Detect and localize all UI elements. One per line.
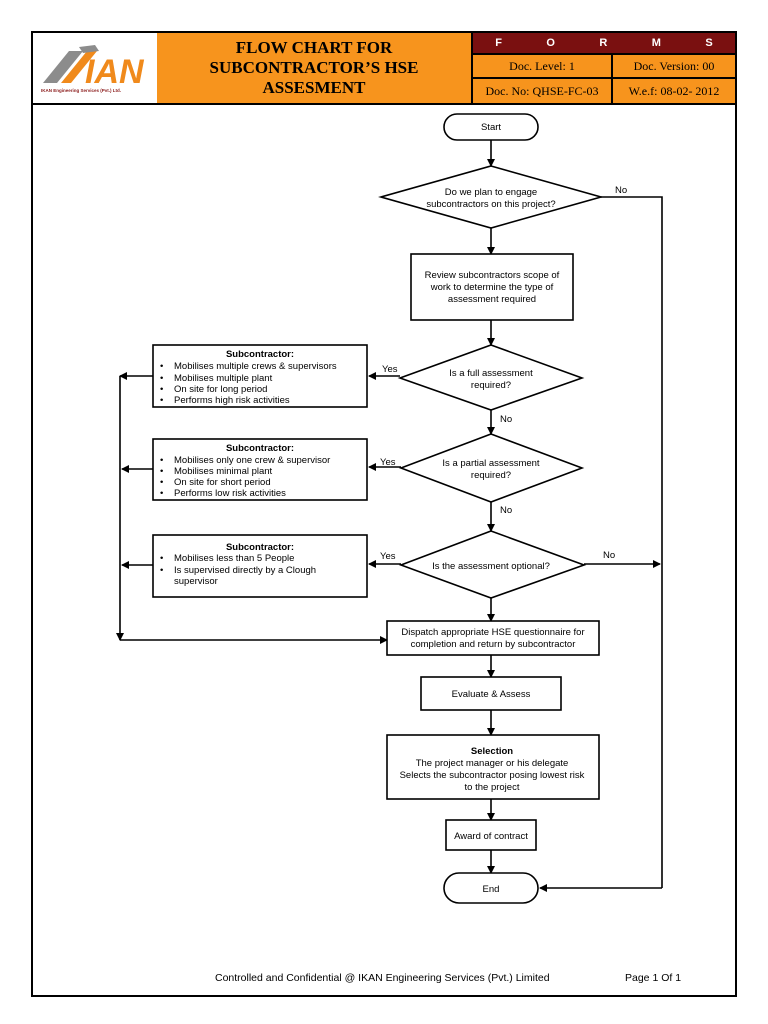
- no-label: No: [615, 185, 627, 196]
- review-process: [410, 253, 574, 321]
- document-title: FLOW CHART FOR SUBCONTRACTOR’S HSE ASSES…: [157, 33, 473, 103]
- award-label: Award of contract: [454, 831, 528, 842]
- box-heading: Subcontractor:: [226, 443, 294, 454]
- title-line-2: SUBCONTRACTOR’S HSE ASSESMENT: [209, 58, 419, 97]
- ikan-logo-icon: IAN: [43, 45, 145, 87]
- box-item: Performs high risk activities: [174, 395, 290, 406]
- box-item: Mobilises multiple plant: [174, 373, 273, 384]
- bullet-icon: •: [160, 553, 163, 564]
- bullet-icon: •: [160, 466, 163, 477]
- doc-level: Doc. Level: 1: [473, 55, 613, 79]
- selection-process: [386, 734, 600, 800]
- decision-optional: [398, 530, 587, 599]
- decision-optional-label: Is the assessment optional?: [432, 561, 550, 572]
- effective-date: W.e.f: 08-02- 2012: [613, 79, 735, 103]
- selection-line: Selects the subcontractor posing lowest …: [400, 770, 585, 781]
- document-header: IAN IKAN Engineering Services (Pvt.) Ltd…: [33, 33, 735, 103]
- decision-engage-line: Do we plan to engage: [445, 187, 537, 198]
- no-label: No: [603, 550, 615, 561]
- box-item: Performs low risk activities: [174, 488, 286, 499]
- box-item: On site for long period: [174, 384, 267, 395]
- doc-number: Doc. No: QHSE-FC-03: [473, 79, 613, 103]
- yes-label: Yes: [382, 364, 398, 375]
- logo-subtitle: IKAN Engineering Services (Pvt.) Ltd.: [41, 88, 122, 93]
- yes-label: Yes: [380, 551, 396, 562]
- bullet-icon: •: [160, 361, 163, 372]
- dispatch-line: Dispatch appropriate HSE questionnaire f…: [401, 627, 584, 638]
- dispatch-line: completion and return by subcontractor: [411, 639, 576, 650]
- footer-confidential: Controlled and Confidential @ IKAN Engin…: [215, 972, 550, 984]
- box-item: Mobilises multiple crews & supervisors: [174, 361, 337, 372]
- forms-letter: F: [495, 37, 502, 49]
- bullet-icon: •: [160, 488, 163, 499]
- bullet-icon: •: [160, 565, 163, 576]
- decision-full: [397, 344, 585, 411]
- forms-bar: F O R M S: [473, 33, 735, 55]
- decision-full-line: Is a full assessment: [449, 368, 533, 379]
- award-process: [445, 819, 537, 851]
- review-line: work to determine the type of: [430, 282, 554, 293]
- decision-engage-line: subcontractors on this project?: [426, 199, 555, 210]
- logo-wordmark: IAN: [85, 53, 145, 87]
- decision-full-line: required?: [471, 380, 511, 391]
- page-frame: [31, 31, 737, 997]
- yes-label: Yes: [380, 457, 396, 468]
- forms-letter: M: [651, 37, 661, 49]
- decision-partial-line: Is a partial assessment: [442, 458, 540, 469]
- evaluate-process: [420, 676, 562, 711]
- evaluate-label: Evaluate & Assess: [452, 689, 531, 700]
- subcontractor-partial-box: [152, 438, 368, 501]
- dispatch-process: [386, 620, 600, 656]
- decision-partial: [398, 433, 585, 503]
- selection-line: to the project: [465, 782, 520, 793]
- title-line-1: FLOW CHART FOR: [235, 38, 393, 57]
- footer-page-number: Page 1 Of 1: [625, 972, 682, 984]
- review-line: assessment required: [448, 294, 536, 305]
- end-label: End: [483, 884, 500, 895]
- start-terminal: [443, 113, 539, 141]
- forms-letter: S: [705, 37, 713, 49]
- end-terminal: [443, 872, 539, 904]
- box-heading: Subcontractor:: [226, 349, 294, 360]
- box-item: Is supervised directly by a Clough: [174, 565, 316, 576]
- box-heading: Subcontractor:: [226, 542, 294, 553]
- no-path-engage: [601, 196, 663, 888]
- box-item: supervisor: [174, 576, 218, 587]
- bullet-icon: •: [160, 384, 163, 395]
- decision-partial-line: required?: [471, 470, 511, 481]
- bullet-icon: •: [160, 373, 163, 384]
- subcontractor-optional-box: [152, 534, 368, 598]
- box-item: Mobilises only one crew & supervisor: [174, 455, 330, 466]
- start-label: Start: [481, 122, 501, 133]
- decision-engage: [378, 165, 604, 229]
- bullet-icon: •: [160, 455, 163, 466]
- box-item: Mobilises less than 5 People: [174, 553, 294, 564]
- subcontractor-full-box: [152, 344, 368, 408]
- bullet-icon: •: [160, 395, 163, 406]
- review-line: Review subcontractors scope of: [425, 270, 560, 281]
- doc-version: Doc. Version: 00: [613, 55, 735, 79]
- box-item: Mobilises minimal plant: [174, 466, 273, 477]
- no-label: No: [500, 414, 512, 425]
- box-item: On site for short period: [174, 477, 271, 488]
- company-logo: IAN IKAN Engineering Services (Pvt.) Ltd…: [33, 33, 159, 103]
- selection-heading: Selection: [471, 746, 513, 757]
- bullet-icon: •: [160, 477, 163, 488]
- forms-letter: O: [546, 37, 555, 49]
- selection-line: The project manager or his delegate: [416, 758, 569, 769]
- no-label: No: [500, 505, 512, 516]
- header-divider: [33, 103, 735, 105]
- forms-letter: R: [599, 37, 608, 49]
